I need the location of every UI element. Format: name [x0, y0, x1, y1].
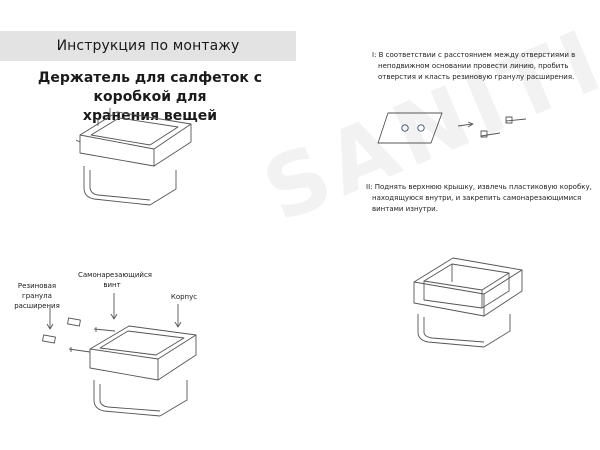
page-title: Инструкция по монтажу [56, 38, 240, 54]
step-2-line3: винтами изнутри. [372, 205, 438, 213]
step-2-text: II: Поднять верхнюю крышку, извлечь плас… [366, 182, 598, 215]
step-2-line1: II: Поднять верхнюю крышку, извлечь плас… [366, 183, 592, 191]
callout-screw: Самонарезающийся винт [78, 271, 153, 289]
holder-illustration-1 [75, 108, 192, 206]
holder-illustration-2 [42, 293, 197, 417]
header-banner: Инструкция по монтажу [0, 31, 296, 61]
step-2-line2: находящуюся внутри, и закрепить самонаре… [372, 194, 582, 202]
wall-plate-illustration [377, 112, 527, 144]
callout-rubber-plug: Резиновая гранула расширения [14, 282, 60, 310]
step-1-line3: отверстия и класть резиновую гранулу рас… [378, 73, 575, 81]
callout-body: Корпус [170, 293, 198, 301]
holder-illustration-3 [413, 257, 523, 348]
step-1-line2: неподвижном основании провести линию, пр… [378, 62, 569, 70]
step-1-text: I: В соответствии с расстоянием между от… [372, 50, 597, 83]
product-title-line1: Держатель для салфеток с коробкой для [37, 70, 263, 105]
step-1-line1: I: В соответствии с расстоянием между от… [372, 51, 576, 59]
